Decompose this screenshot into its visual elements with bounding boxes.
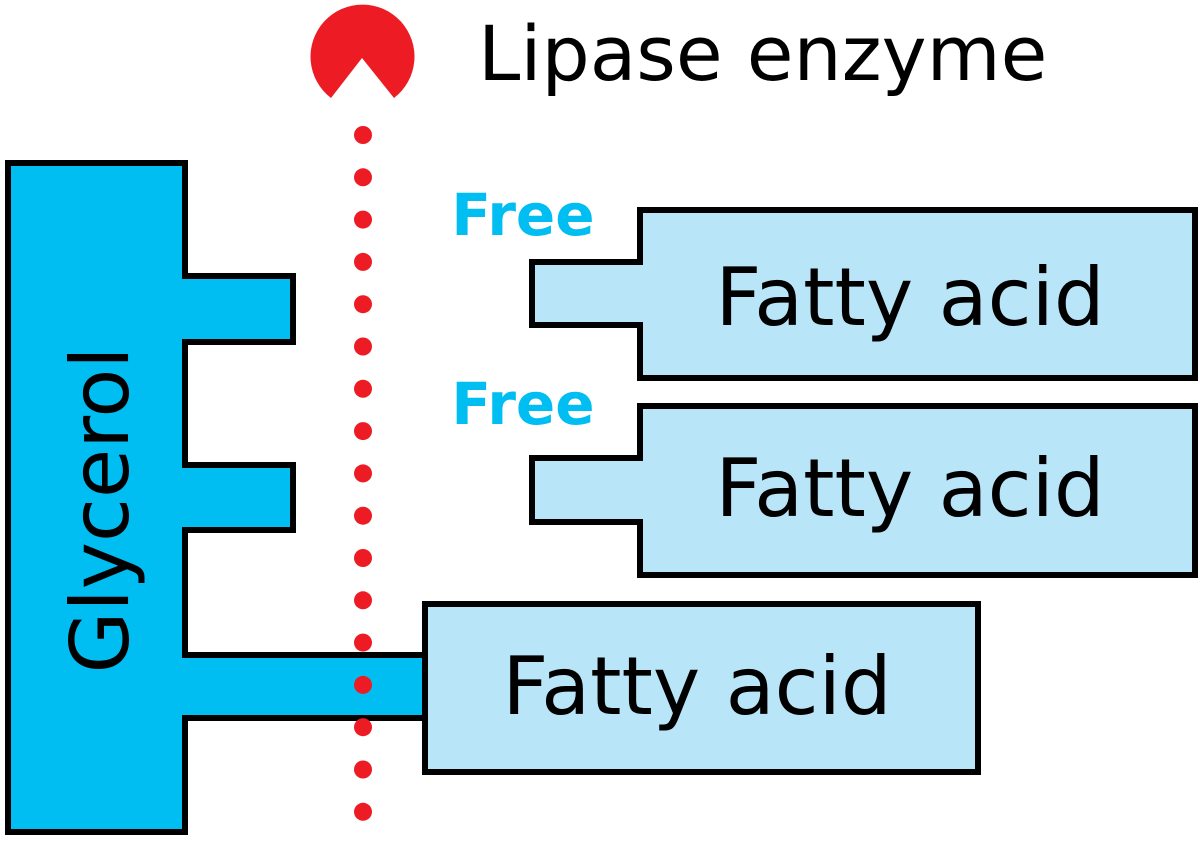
cut-line-dot	[354, 718, 372, 737]
cut-line-dot	[354, 464, 372, 483]
glycerol-shape	[5, 160, 431, 835]
cut-line-dot	[354, 760, 372, 779]
cut-line-dot	[354, 506, 372, 525]
cut-line-dot	[354, 210, 372, 229]
fatty-acid-shape	[529, 403, 1198, 578]
lipase-enzyme-label: Lipase enzyme	[478, 9, 1047, 98]
cut-line-dot	[354, 591, 372, 610]
fatty-acid-attached: Fatty acid	[422, 601, 981, 775]
fatty-acid-label: Fatty acid	[715, 442, 1104, 535]
cut-line-dot	[354, 168, 372, 187]
cut-line-dot	[354, 379, 372, 398]
cut-line-dot	[354, 422, 372, 441]
cut-line-dot	[354, 252, 372, 271]
cut-line-dot	[354, 337, 372, 356]
fatty-acid-free-2: Fatty acid Free	[451, 370, 1198, 578]
fatty-acid-free-1: Fatty acid Free	[451, 181, 1198, 381]
free-label: Free	[451, 181, 594, 249]
lipase-enzyme-icon	[310, 4, 415, 98]
cleavage-dotted-line	[354, 126, 372, 821]
cut-line-dot	[354, 802, 372, 821]
free-label: Free	[451, 370, 594, 438]
cut-line-dot	[354, 295, 372, 314]
glycerol-label: Glycerol	[54, 346, 147, 673]
cut-line-dot	[354, 549, 372, 567]
glycerol-molecule: Glycerol	[5, 160, 431, 835]
cut-line-dot	[354, 675, 372, 694]
cut-line-dot	[354, 126, 372, 144]
fatty-acid-shape	[422, 601, 981, 775]
cut-line-dot	[354, 633, 372, 652]
fatty-acid-label: Fatty acid	[715, 251, 1104, 344]
fatty-acid-label: Fatty acid	[502, 640, 891, 733]
fatty-acid-shape	[529, 207, 1198, 381]
lipase-enzyme: Lipase enzyme	[310, 4, 1047, 98]
